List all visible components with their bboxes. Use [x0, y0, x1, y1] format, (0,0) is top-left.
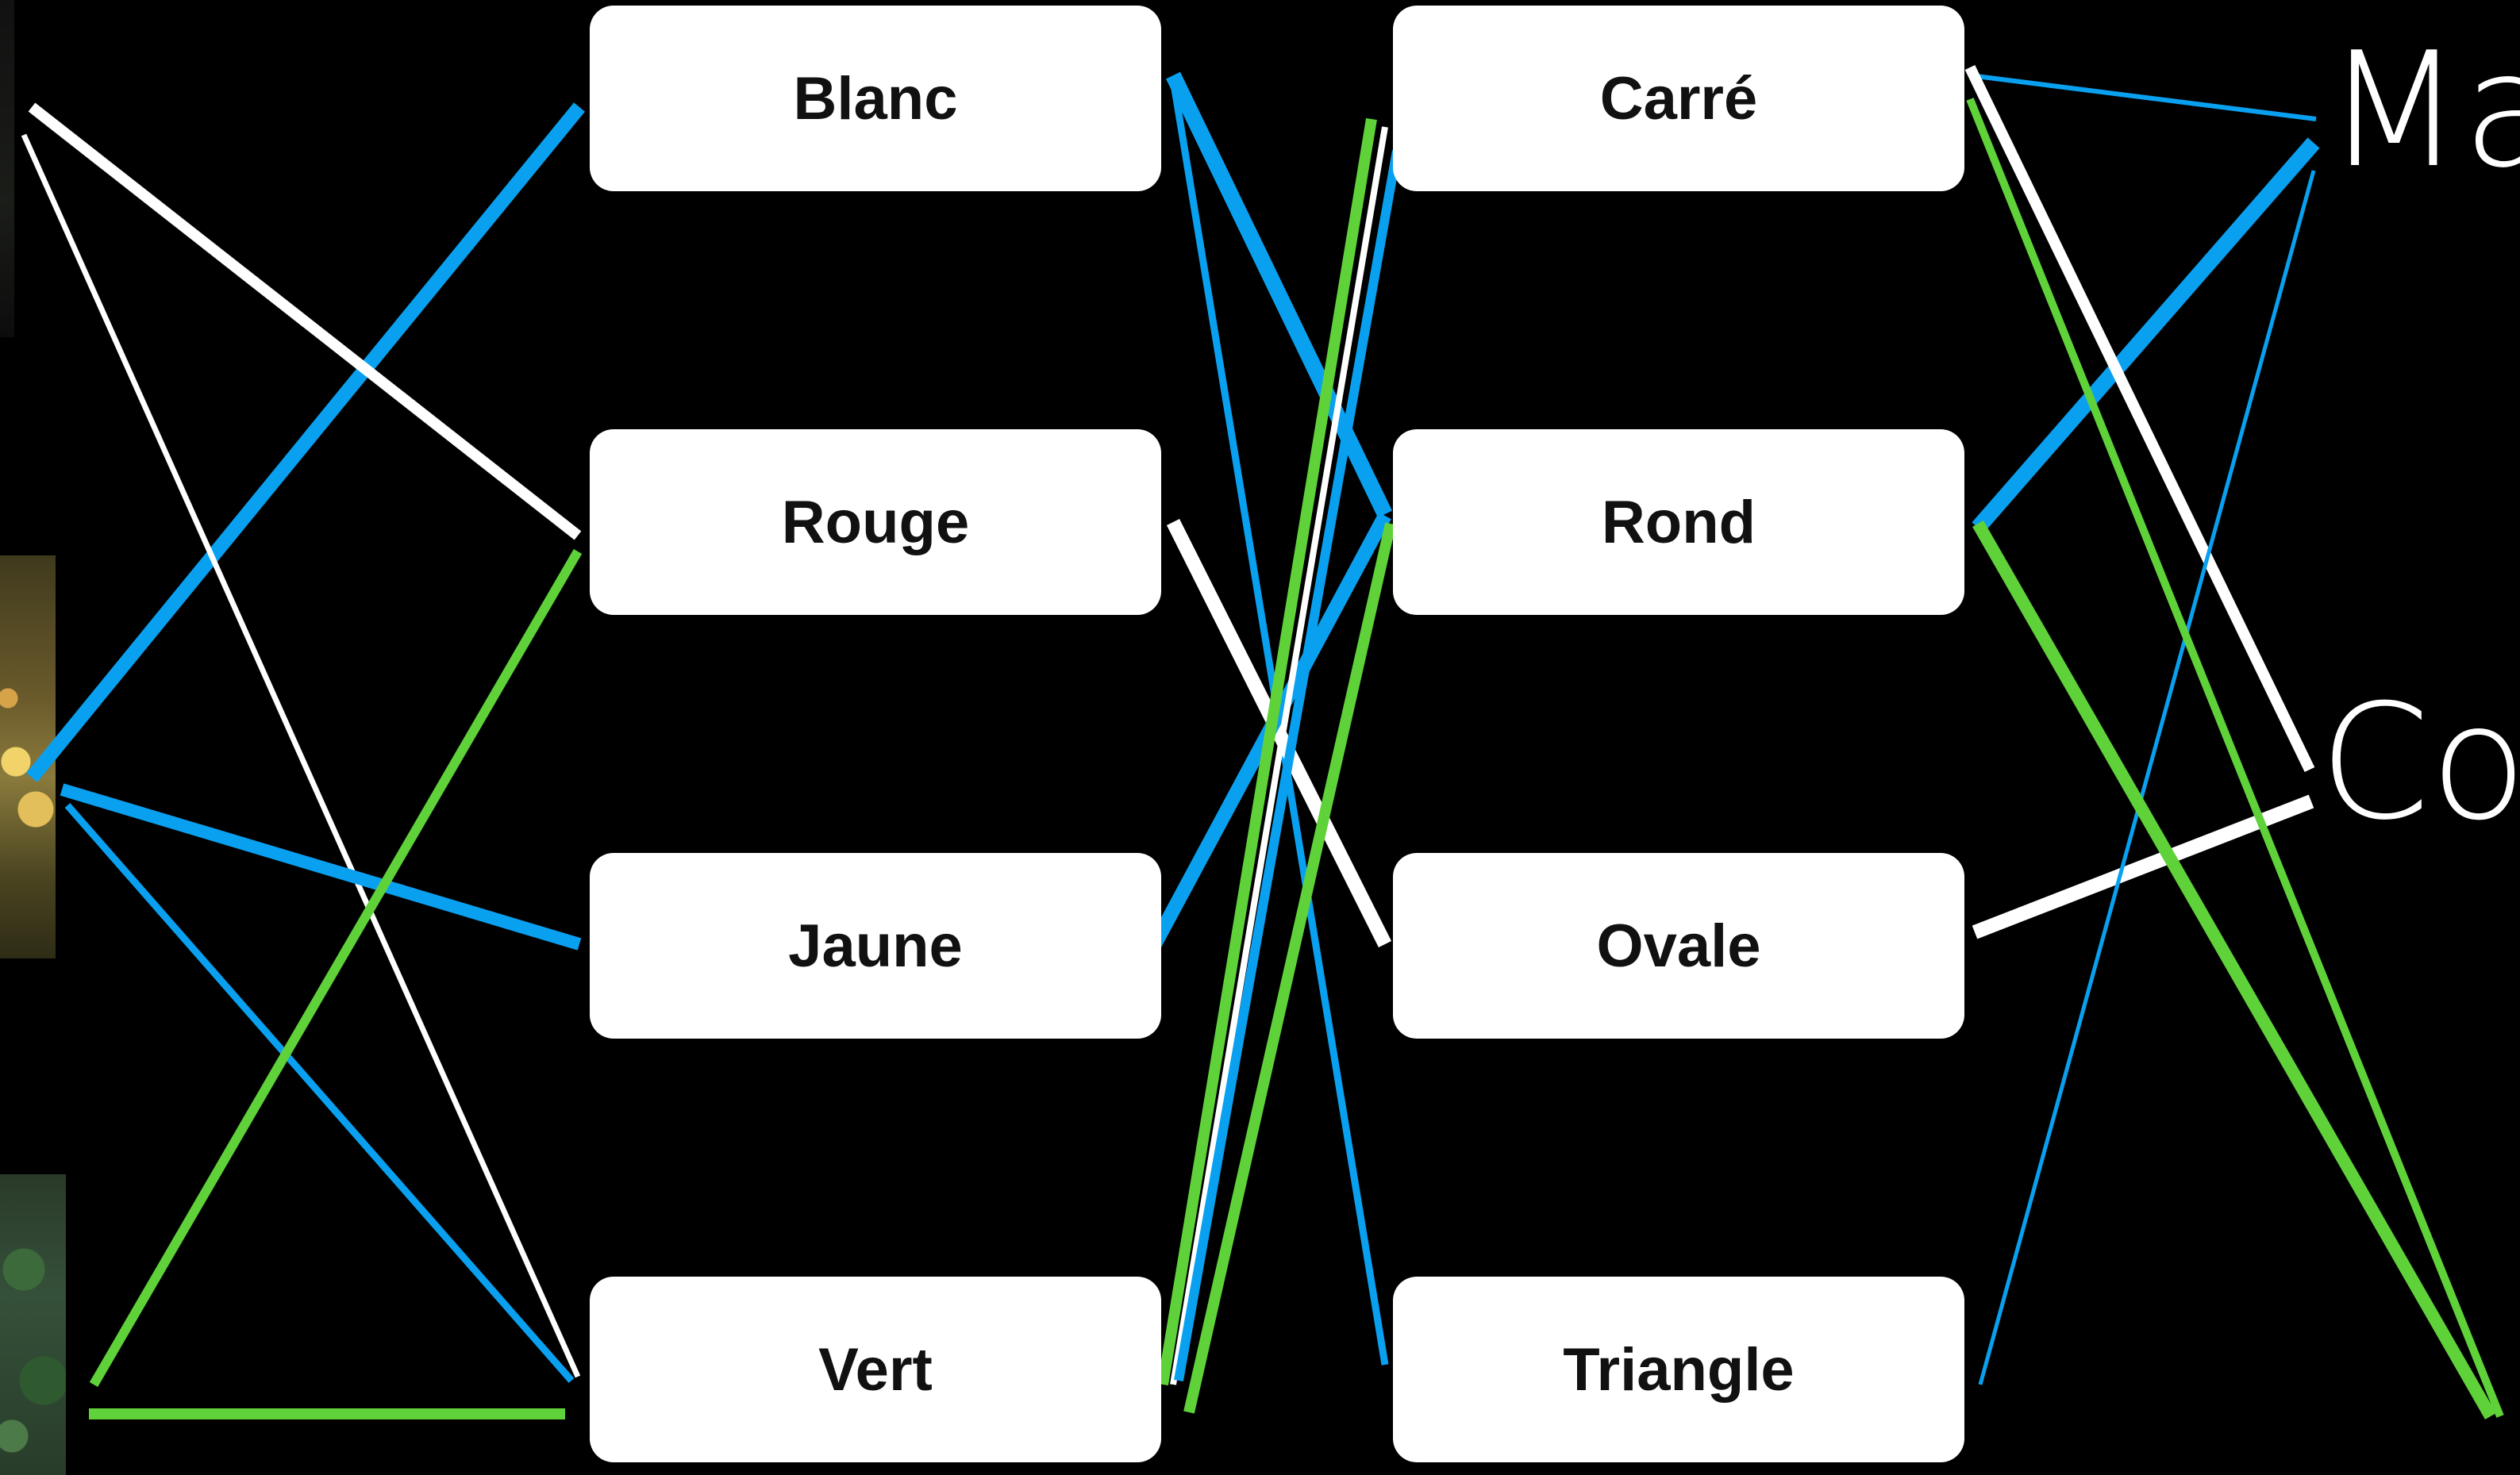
- connector-carre-to-ma: [1969, 73, 2317, 121]
- connector-rond-to-bottom: [1972, 520, 2496, 1419]
- shape-box-carre: Carré: [1393, 6, 1964, 191]
- connector-photo-to-vert-white: [21, 133, 581, 1378]
- shape-box-rond: Rond: [1393, 429, 1964, 615]
- color-box-rouge: Rouge: [590, 429, 1161, 615]
- color-label-vert: Vert: [818, 1335, 933, 1404]
- shape-box-ovale: Ovale: [1393, 853, 1964, 1039]
- connector-vert-to-carre-green: [1157, 117, 1377, 1386]
- color-label-rouge: Rouge: [781, 488, 970, 556]
- connector-vert-to-carre-blue: [1174, 149, 1402, 1382]
- right-label-top: Ma: [2326, 18, 2520, 203]
- connector-rouge-to-ovale: [1166, 518, 1392, 948]
- color-label-jaune: Jaune: [788, 912, 963, 980]
- connector-rond-to-ma: [1972, 137, 2320, 533]
- connector-photo-to-jaune: [60, 783, 582, 951]
- connector-triangle-to-ma: [1978, 170, 2316, 1385]
- shape-label-ovale: Ovale: [1596, 912, 1761, 980]
- shape-label-rond: Rond: [1601, 488, 1756, 556]
- shape-label-triangle: Triangle: [1563, 1335, 1795, 1404]
- connector-ovale-to-co: [1972, 794, 2314, 939]
- connector-photo-to-vert-blue: [64, 803, 575, 1383]
- leaves-photo-thumbnail: [0, 1174, 66, 1475]
- connector-vert-to-rond: [1183, 522, 1396, 1414]
- connector-photo-to-rouge: [28, 102, 582, 540]
- connector-vert-to-carre-white: [1170, 126, 1388, 1385]
- dark-photo-thumbnail: [0, 0, 14, 337]
- connector-blanc-to-rond: [1165, 71, 1393, 518]
- shape-box-triangle: Triangle: [1393, 1277, 1964, 1462]
- color-box-vert: Vert: [590, 1277, 1161, 1462]
- color-label-blanc: Blanc: [793, 64, 958, 133]
- connector-photo-to-blanc: [26, 102, 585, 782]
- right-label-middle: Co: [2319, 670, 2520, 855]
- color-box-jaune: Jaune: [590, 853, 1161, 1039]
- connector-carre-to-bottom: [1966, 98, 2504, 1418]
- connector-carre-to-co: [1964, 64, 2315, 773]
- color-box-blanc: Blanc: [590, 6, 1161, 191]
- shape-label-carre: Carré: [1599, 64, 1758, 133]
- connector-leaves-to-rouge: [89, 548, 583, 1388]
